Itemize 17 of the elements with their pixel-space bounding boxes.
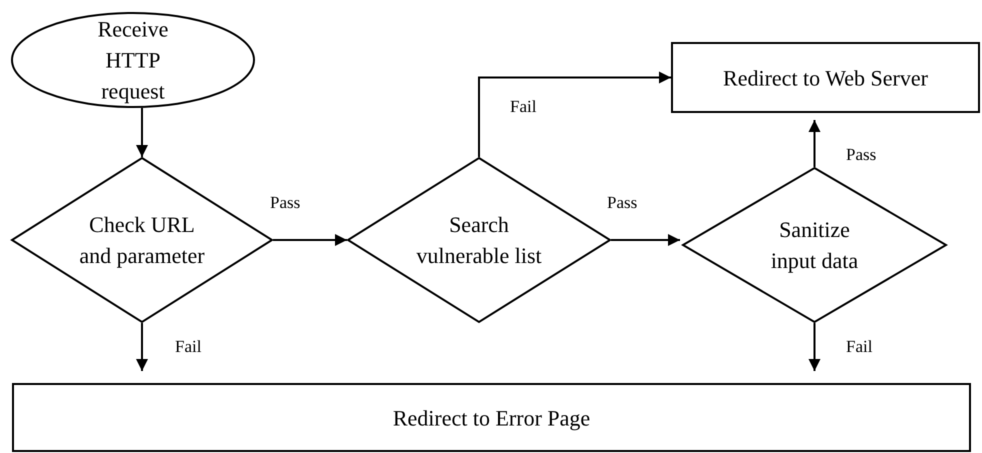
node-label: Receive HTTP request <box>96 16 170 106</box>
node-label: Redirect to Web Server <box>722 64 929 92</box>
node-label: Check URL and parameter <box>78 211 206 270</box>
decision-diamond <box>682 167 947 323</box>
process-box <box>671 42 980 113</box>
node-label: Sanitize input data <box>770 216 860 275</box>
arrow <box>611 234 680 246</box>
arrow <box>273 234 347 246</box>
arrow <box>808 323 820 371</box>
arrow <box>808 120 820 167</box>
start-ellipse <box>11 12 255 108</box>
node-label: Search vulnerable list <box>415 211 543 270</box>
arrow <box>136 108 148 157</box>
arrow <box>478 72 671 157</box>
process-box <box>12 383 971 452</box>
node-label: Redirect to Error Page <box>392 404 592 432</box>
arrow <box>136 323 148 371</box>
